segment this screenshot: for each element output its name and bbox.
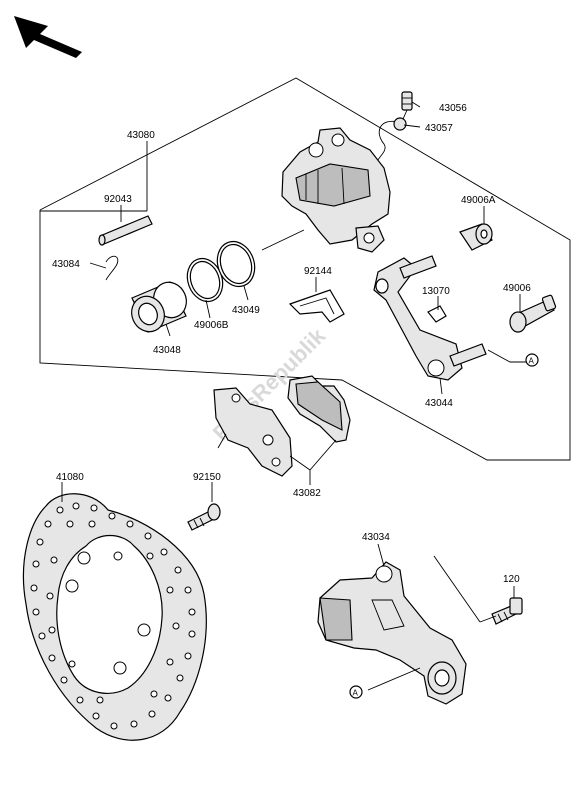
callout-marker-a-top-label: A: [529, 357, 535, 366]
caliper-body: [281, 127, 391, 253]
pad-spring: [288, 289, 345, 323]
label-92150: 92150: [193, 472, 221, 483]
label-92144: 92144: [304, 266, 332, 277]
label-43082: 43082: [293, 488, 321, 499]
label-43048: 43048: [153, 345, 181, 356]
callout-marker-a-top: A: [525, 353, 539, 367]
label-43044: 43044: [425, 398, 453, 409]
label-43084: 43084: [52, 259, 80, 270]
slide-pin-49006: [509, 294, 557, 333]
callout-marker-a-bottom-label: A: [353, 689, 359, 698]
label-49006a: 49006A: [461, 195, 496, 206]
piston-seal-49006B: [186, 257, 224, 303]
part-labels: 43080 43056 43057 92043 43084 92144 4900…: [52, 103, 531, 585]
caliper-assembly-outline: [39, 77, 571, 461]
callout-marker-a-bottom: A: [349, 685, 363, 699]
label-43056: 43056: [439, 103, 467, 114]
label-43049: 43049: [232, 305, 260, 316]
brake-disc: [22, 493, 207, 741]
label-43034: 43034: [362, 532, 390, 543]
caliper-bracket: [373, 255, 487, 381]
label-92043: 92043: [104, 194, 132, 205]
label-120: 120: [503, 574, 520, 585]
guide-pin: [98, 215, 153, 246]
bleeder-cap: [377, 117, 407, 161]
bracket-boot-13070: [427, 305, 447, 323]
label-49006: 49006: [503, 283, 531, 294]
leader-lines: [40, 101, 526, 691]
caliper-piston: [131, 281, 187, 333]
bracket-bolt: [491, 597, 523, 625]
disc-bolt: [187, 503, 221, 531]
slide-boot-49006A: [459, 223, 493, 251]
brake-pad-front: [287, 375, 351, 443]
front-direction-arrow-icon: [14, 16, 82, 58]
dust-seal-43049: [216, 240, 256, 288]
label-13070: 13070: [422, 286, 450, 297]
label-43057: 43057: [425, 123, 453, 134]
label-41080: 41080: [56, 472, 84, 483]
brake-pad-rear: [213, 387, 293, 477]
label-49006b: 49006B: [194, 320, 229, 331]
retaining-clip: [105, 255, 119, 281]
label-43080: 43080: [127, 130, 155, 141]
caliper-mounting-bracket: [317, 561, 467, 705]
